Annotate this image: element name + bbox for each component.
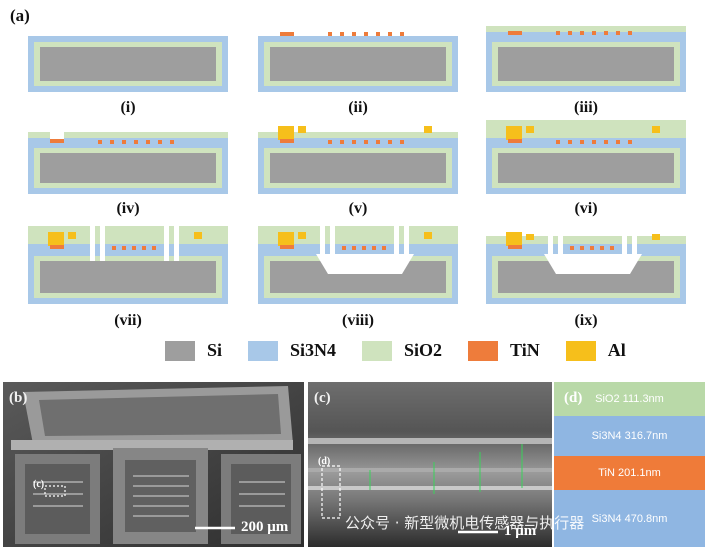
- legend-item-sio2: SiO2: [362, 340, 442, 361]
- step-vii-diagram: [28, 226, 228, 304]
- step-label-vi: (vi): [574, 200, 598, 217]
- sem-b-scale-label: 200 μm: [241, 519, 289, 535]
- step-iv-diagram: [28, 128, 228, 194]
- layer-sio2-text: SiO2 111.3nm: [595, 393, 664, 405]
- step-label-iv: (iv): [116, 200, 140, 217]
- step-label-iii: (iii): [574, 99, 598, 116]
- step-ix-diagram: [486, 232, 686, 304]
- legend-item-si3n4: Si3N4: [248, 340, 336, 361]
- legend-item-si: Si: [165, 340, 222, 361]
- layer-si3n4-top: Si3N4 316.7nm: [554, 416, 705, 456]
- step-viii-diagram: [258, 226, 458, 304]
- sem-c-label: (c): [314, 390, 331, 406]
- sem-c-scale-label: 1 μm: [504, 523, 537, 539]
- step-label-vii: (vii): [114, 312, 142, 329]
- legend-swatch-si: [165, 340, 195, 361]
- layer-si3n4-bottom: Si3N4 470.8nm: [554, 490, 705, 547]
- sem-c-texture: [308, 382, 552, 547]
- sem-b-label: (b): [9, 390, 28, 406]
- legend-label-si: Si: [207, 340, 223, 360]
- material-legend: Si Si3N4 SiO2 TiN Al: [165, 340, 652, 361]
- legend-swatch-si3n4: [248, 340, 279, 361]
- watermark-text: 公众号 · 新型微机电传感器与执行器: [345, 514, 585, 532]
- legend-label-al: Al: [607, 340, 626, 360]
- step-label-viii: (viii): [342, 312, 374, 329]
- layer-tin: TiN 201.1nm: [554, 456, 705, 490]
- panel-a-label: (a): [10, 6, 30, 25]
- layer-tin-text: TiN 201.1nm: [598, 467, 661, 479]
- step-label-ii: (ii): [348, 99, 368, 116]
- legend-swatch-al: [565, 340, 596, 361]
- step-label-ix: (ix): [574, 312, 598, 329]
- layer-si3n4-bottom-text: Si3N4 470.8nm: [591, 512, 668, 525]
- legend-item-tin: TiN: [468, 340, 540, 361]
- step-v-diagram: [258, 126, 458, 194]
- sem-c-inset-label: (d): [318, 456, 331, 467]
- step-iii-diagram: [486, 26, 686, 92]
- legend-label-tin: TiN: [510, 340, 540, 360]
- legend-label-sio2: SiO2: [404, 340, 443, 360]
- legend-item-al: Al: [565, 340, 626, 361]
- sem-image-b: (b) (c) 200 μm: [3, 382, 304, 547]
- legend-swatch-sio2: [362, 340, 393, 361]
- layer-stack-label: (d): [564, 390, 583, 406]
- step-ii-diagram: [258, 32, 458, 92]
- sem-image-c: (c) (d) 1 μm: [308, 382, 552, 547]
- step-label-v: (v): [348, 200, 368, 217]
- legend-swatch-tin: [468, 340, 499, 361]
- sem-b-inset-label: (c): [33, 479, 45, 490]
- step-i-diagram: [28, 36, 228, 92]
- step-label-i: (i): [120, 99, 136, 116]
- sem-b-texture: [3, 382, 304, 547]
- layer-stack-d: (d) SiO2 111.3nm Si3N4 316.7nm TiN 201.1…: [554, 382, 705, 547]
- layer-sio2: SiO2 111.3nm: [554, 382, 705, 416]
- step-vi-diagram: [486, 120, 686, 194]
- layer-si3n4-top-text: Si3N4 316.7nm: [591, 430, 668, 442]
- legend-label-si3n4: Si3N4: [290, 340, 337, 360]
